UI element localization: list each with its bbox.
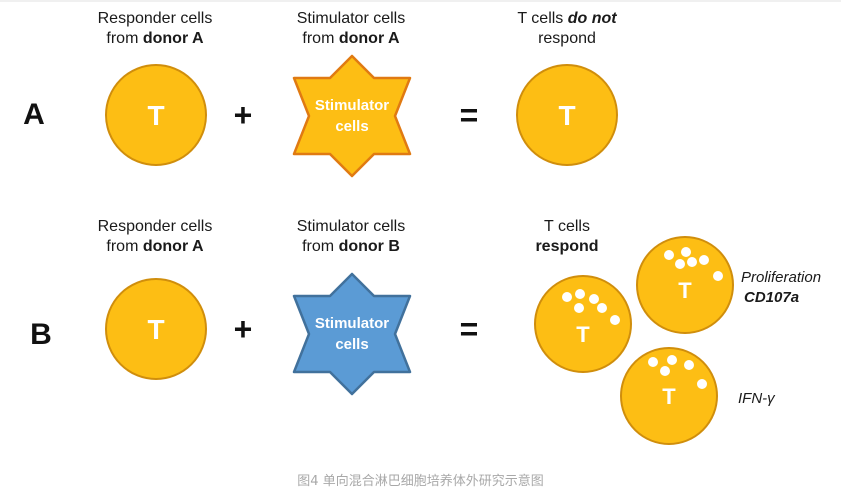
row-a-result-t-cell: T (516, 64, 618, 166)
row-b-stimulator-label-line2: cells (335, 336, 368, 353)
row-a: Responder cells from donor A Stimulator … (23, 10, 618, 178)
row-a-responder-header-line1: Responder cells (98, 10, 213, 27)
row-b-result-header-line2: respond (535, 238, 598, 255)
row-b: Responder cells from donor A Stimulator … (30, 218, 821, 445)
row-b-responder-header-line1: Responder cells (98, 218, 213, 235)
row-b-result-header-line1: T cells (544, 218, 590, 235)
row-a-stimulator-label-line1: Stimulator (315, 97, 389, 114)
row-b-stimulator-header-line2: from donor B (302, 238, 400, 255)
mlr-diagram: .hdr { font-family: "Liberation Sans", s… (23, 10, 821, 445)
row-a-responder-header-line2: from donor A (106, 30, 204, 47)
row-a-responder-t-cell: T (105, 64, 207, 166)
row-b-responder-header-line2: from donor A (106, 238, 204, 255)
row-b-responding-t-cell-2: T (636, 236, 734, 334)
row-a-plus-sign: + (234, 97, 253, 133)
row-a-stimulator-header-line2: from donor A (302, 30, 400, 47)
row-a-result-t-label: T (558, 100, 575, 131)
row-b-responder-t-cell: T (105, 278, 207, 380)
row-b-stimulator-header-line1: Stimulator cells (297, 218, 405, 235)
row-b-stimulator-label-line1: Stimulator (315, 315, 389, 332)
top-rule (0, 0, 841, 2)
row-b-responder-t-label: T (147, 314, 164, 345)
row-b-responding-t-label-2: T (678, 278, 692, 303)
row-b-equals-sign: = (460, 311, 479, 347)
row-b-stimulator-star: Stimulator cells (292, 272, 412, 396)
row-a-stimulator-label-line2: cells (335, 118, 368, 135)
row-b-responding-t-label-1: T (576, 322, 590, 347)
annotation-cd107a: CD107a (744, 289, 799, 306)
figure-caption: 图4 单向混合淋巴细胞培养体外研究示意图 (297, 474, 544, 489)
row-a-result-header-line1: T cells do not (517, 10, 617, 27)
row-a-result-header-line2: respond (538, 30, 596, 47)
row-b-responding-t-cell-3: T (620, 347, 718, 445)
row-b-responding-t-cell-1: T (534, 275, 632, 373)
row-b-label: B (30, 318, 52, 351)
annotation-proliferation: Proliferation (741, 269, 821, 286)
row-a-responder-t-label: T (147, 100, 164, 131)
row-a-stimulator-header-line1: Stimulator cells (297, 10, 405, 27)
annotation-ifn-gamma: IFN-γ (738, 390, 776, 407)
row-a-equals-sign: = (460, 97, 479, 133)
row-b-plus-sign: + (234, 311, 253, 347)
row-a-label: A (23, 98, 45, 131)
row-b-responding-t-label-3: T (662, 384, 676, 409)
row-a-stimulator-star: Stimulator cells (292, 54, 412, 178)
